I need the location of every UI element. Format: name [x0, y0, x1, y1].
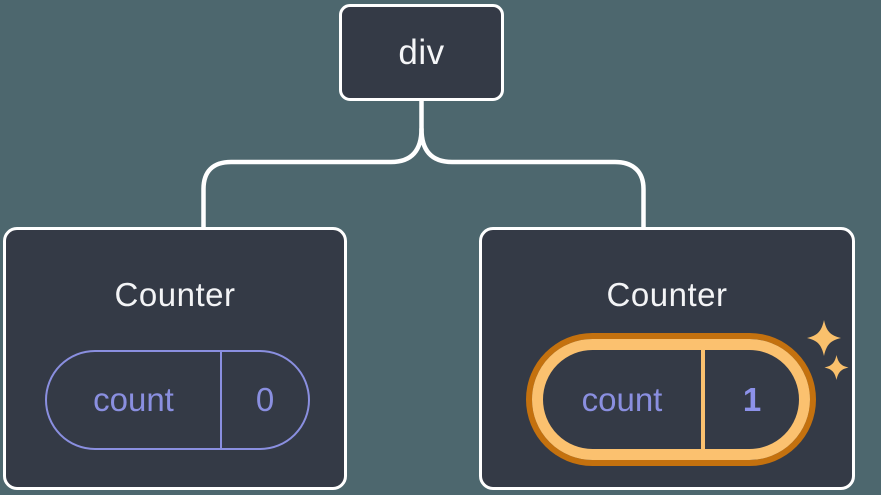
root-node-label: div: [398, 32, 445, 72]
state-key-label: count: [93, 381, 174, 418]
state-key-label: count: [581, 380, 663, 418]
state-pill-count-1-highlighted: count 1: [532, 339, 810, 460]
state-value-label: 0: [220, 352, 308, 448]
component-title: Counter: [114, 276, 236, 313]
component-title: Counter: [606, 276, 728, 313]
counter-card-right: Counter count 1: [479, 227, 855, 490]
state-pill-count-0: count 0: [45, 350, 310, 450]
root-node-div: div: [339, 4, 504, 101]
state-value-label: 1: [701, 350, 799, 449]
sparkles-icon: [807, 320, 849, 380]
counter-card-left: Counter count 0: [3, 227, 347, 490]
